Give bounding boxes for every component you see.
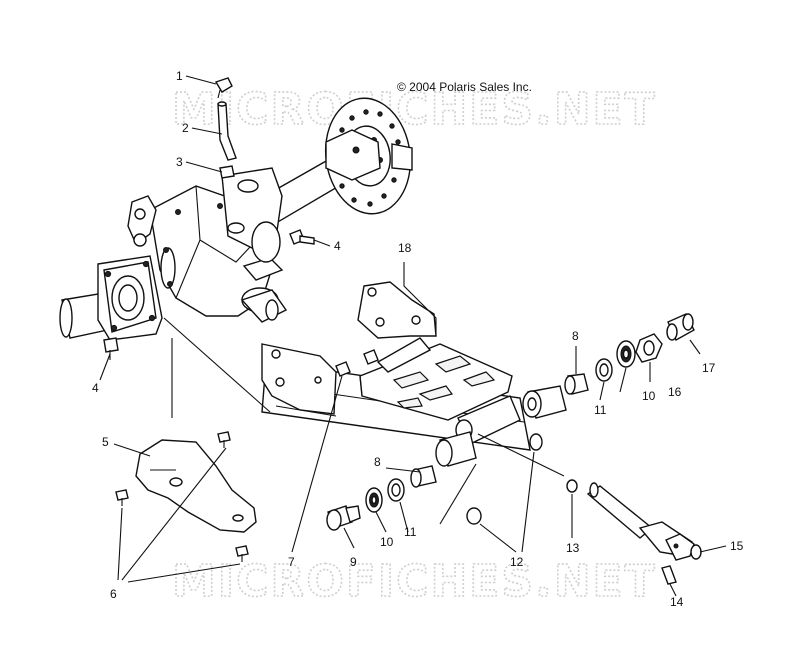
nut-part-16 <box>635 333 663 363</box>
spacer-part-8-upper <box>564 373 589 395</box>
pivot-bolt-part-17 <box>666 313 695 341</box>
leader-lines <box>99 75 727 597</box>
callout-8-lower: 8 <box>374 455 381 469</box>
left-side-plate <box>261 343 337 415</box>
caliper-bracket <box>325 129 381 181</box>
washer-part-11-lower <box>387 478 405 502</box>
callout-10-upper: 10 <box>642 389 656 403</box>
washer-part-11-upper <box>595 358 613 382</box>
pivot-bolt-part-9 <box>326 505 361 531</box>
callout-11-lower: 11 <box>404 525 417 539</box>
callout-8-upper: 8 <box>572 329 579 343</box>
callout-3: 3 <box>176 155 183 169</box>
spacer-part-8-lower <box>410 465 437 488</box>
bearing-part-10-lower <box>365 487 383 513</box>
callout-13: 13 <box>566 541 580 555</box>
plug-part-3 <box>219 165 235 179</box>
swing-arm-frame <box>261 281 531 451</box>
screw-part-6-left <box>115 489 129 506</box>
callout-17: 17 <box>702 361 716 375</box>
bolt-part-4-upper <box>289 229 315 245</box>
drive-shaft-part-15 <box>586 482 702 561</box>
screw-part-6-bottom <box>235 545 249 562</box>
callout-2: 2 <box>182 121 189 135</box>
callout-10-lower: 10 <box>380 535 394 549</box>
callout-15: 15 <box>730 539 744 553</box>
seal-part-12-upper <box>529 433 543 451</box>
callout-16: 16 <box>668 385 682 399</box>
callout-labels: 1 2 3 4 4 5 6 7 8 8 9 10 10 11 11 12 13 … <box>92 69 744 609</box>
callout-5: 5 <box>102 435 109 449</box>
callout-12: 12 <box>510 555 524 569</box>
screw-part-6-top <box>217 431 231 448</box>
copyright-notice: © 2004 Polaris Sales Inc. <box>397 80 532 94</box>
watermark-top: MICROFICHES.NET <box>172 84 657 135</box>
callout-6: 6 <box>110 587 117 601</box>
callout-18: 18 <box>398 241 412 255</box>
bushing-part-8-lower <box>435 431 477 467</box>
callout-11-upper: 11 <box>594 403 607 417</box>
bearing-part-10-upper <box>616 340 636 368</box>
bolt-part-1 <box>214 77 233 99</box>
callout-14: 14 <box>670 595 684 609</box>
rear-axle-assembly <box>59 97 413 341</box>
nut-part-7 <box>335 361 351 377</box>
callout-9: 9 <box>350 555 357 569</box>
o-ring-part-13 <box>566 479 578 493</box>
callout-1: 1 <box>176 69 183 83</box>
callout-7: 7 <box>288 555 295 569</box>
bushing-part-8-upper <box>522 385 567 419</box>
seal-part-12-lower <box>466 507 482 525</box>
roll-pin-part-14 <box>661 565 677 585</box>
callout-4-lower: 4 <box>92 381 99 395</box>
watermark-bottom: MICROFICHES.NET <box>172 556 657 607</box>
bolt-part-4-lower <box>103 337 119 360</box>
callout-4-upper: 4 <box>334 239 341 253</box>
